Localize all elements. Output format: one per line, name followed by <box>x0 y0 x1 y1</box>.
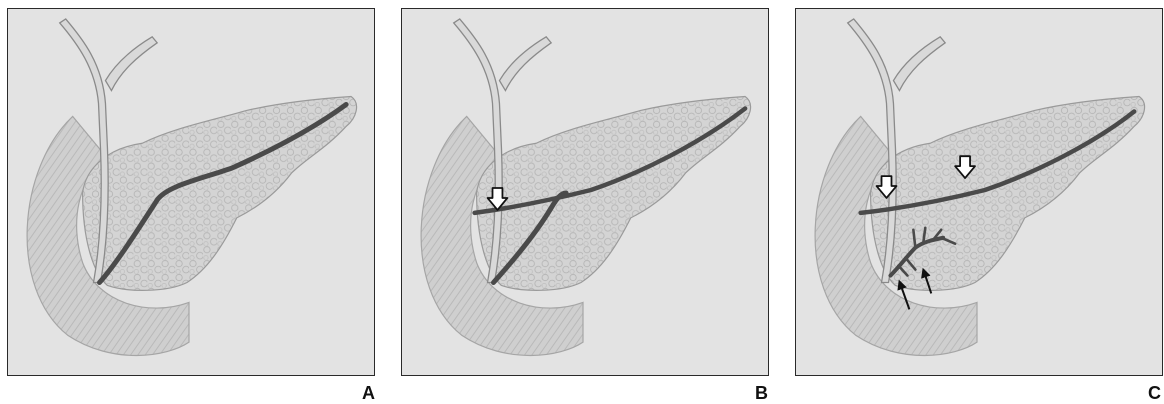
pancreas-illustration-c <box>796 9 1162 375</box>
pancreas-illustration-a <box>8 9 374 375</box>
panel-b <box>401 8 769 376</box>
hepatic-duct-branch <box>893 37 945 91</box>
hepatic-duct-branch <box>105 37 157 91</box>
hepatic-duct-branch <box>499 37 551 91</box>
panel-label-c: C <box>1148 383 1161 404</box>
pancreas <box>477 97 751 291</box>
panel-c <box>795 8 1163 376</box>
panel-label-b: B <box>755 383 768 404</box>
pancreas-illustration-b <box>402 9 768 375</box>
panel-a <box>7 8 375 376</box>
panel-label-a: A <box>362 383 375 404</box>
pancreas <box>871 97 1145 291</box>
